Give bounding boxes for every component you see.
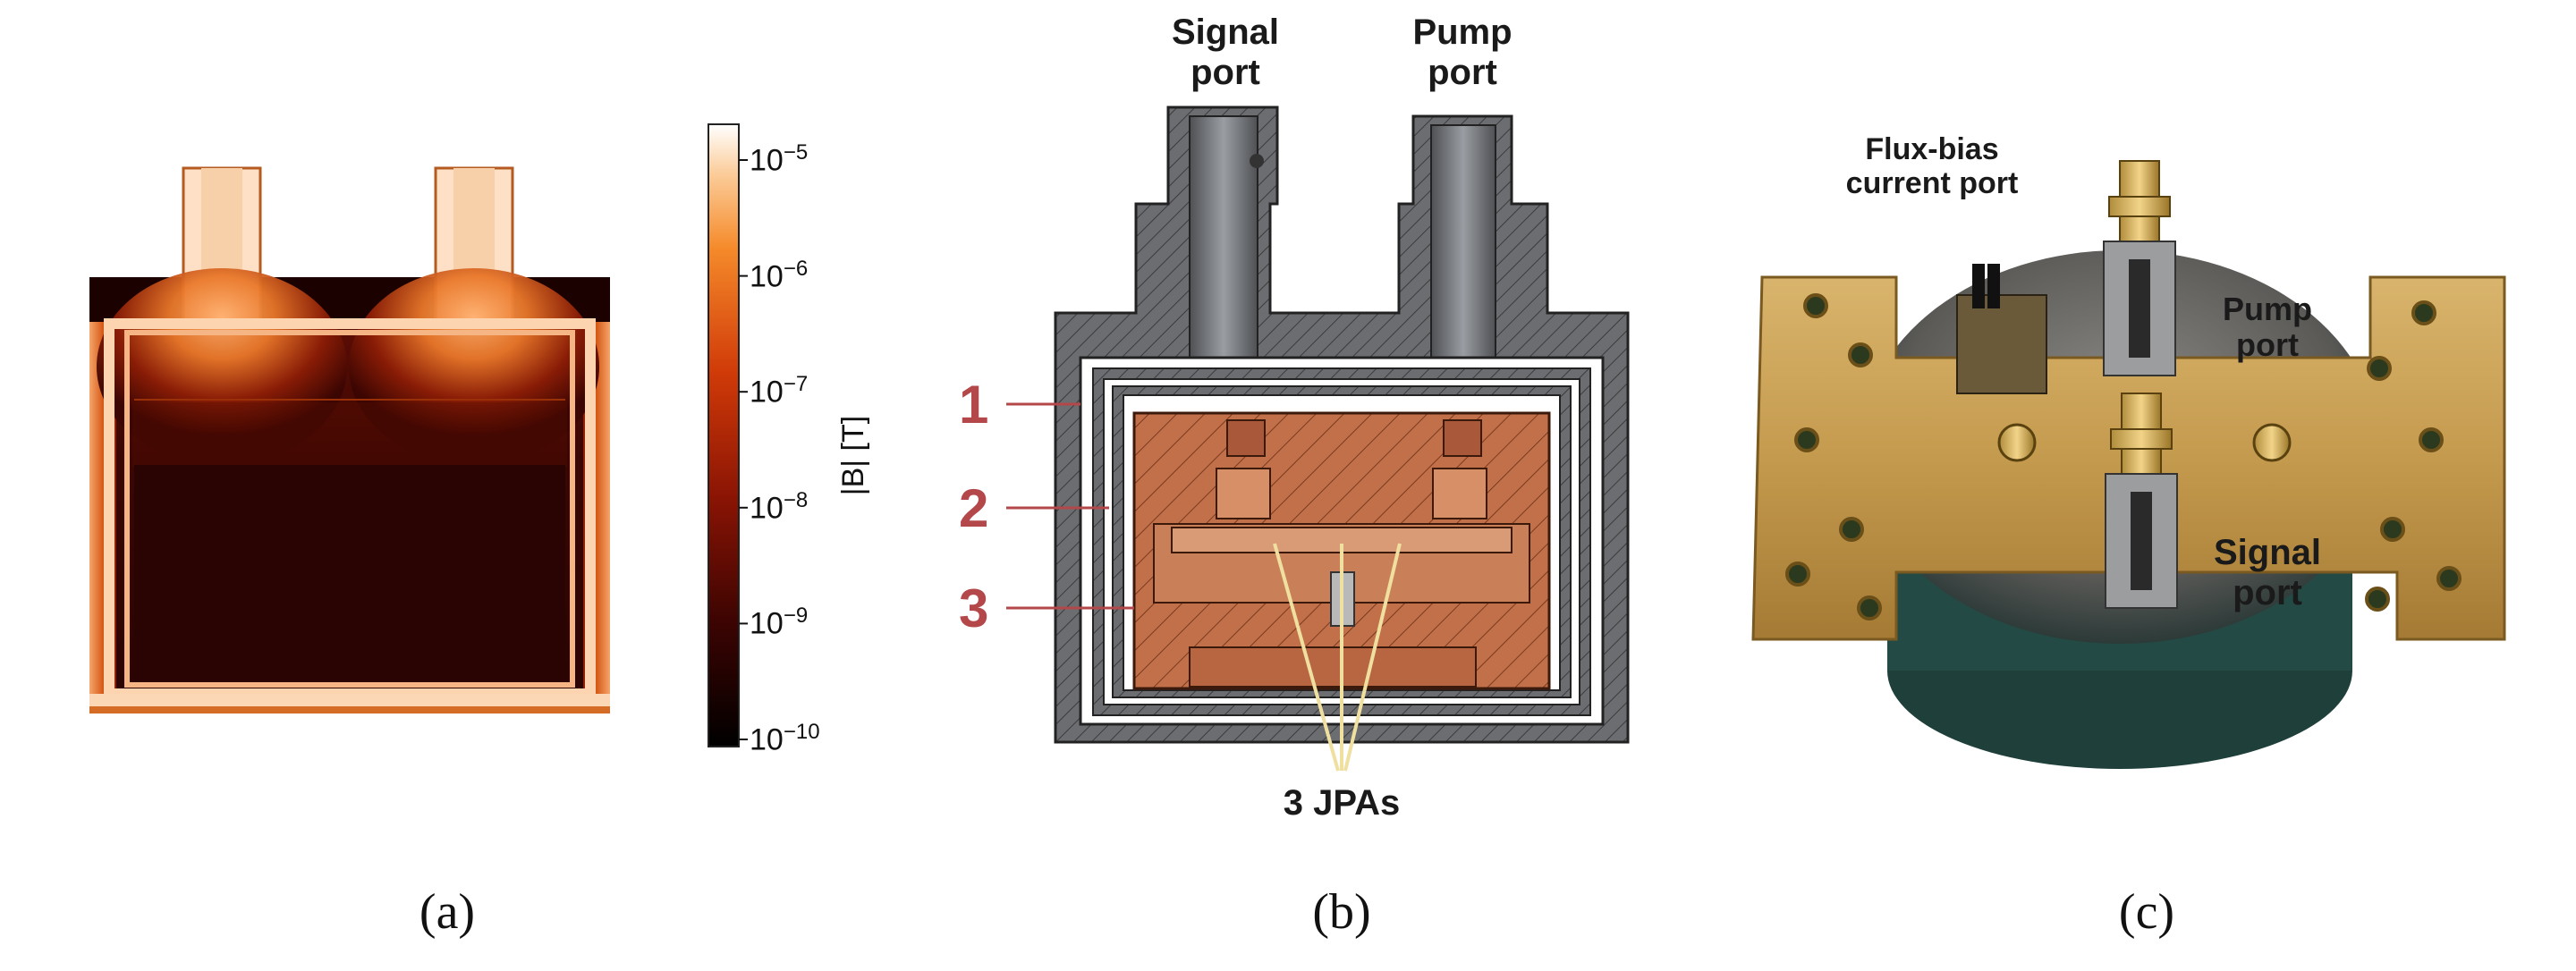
signal-port-label-c: Signal port (2213, 533, 2322, 612)
field-map (89, 166, 610, 713)
device-photo (1751, 160, 2506, 769)
caption-c: (c) (2118, 884, 2175, 940)
colorbar-tick-label: 10−9 (750, 604, 809, 641)
cross-section-diagram (1006, 106, 1630, 772)
shield-number-1: 1 (959, 375, 989, 435)
caption-b: (b) (1312, 884, 1371, 940)
signal-port-bore (1189, 115, 1258, 367)
panel-b: Signal port Pump port 1 2 3 3 JPAs (b) (894, 0, 1699, 971)
jpas-label: 3 JPAs (1283, 783, 1401, 823)
signal-port-label-b: Signal port (1171, 13, 1280, 92)
pump-port-label-c: Pump port (2222, 291, 2312, 364)
panel-a: 10−5 10−6 10−7 10−8 10−9 10−10 |B| [T] (a) (0, 0, 894, 971)
caption-a: (a) (419, 884, 476, 940)
colorbar-tick-label: 10−10 (750, 720, 820, 757)
pump-port-bore (1430, 124, 1496, 367)
flux-bias-board (1956, 294, 2047, 394)
shield-number-2: 2 (959, 478, 989, 538)
flux-bias-label: Flux-bias current port (1845, 132, 2019, 201)
colorbar-tick-label: 10−5 (750, 140, 809, 178)
colorbar-label: |B| [T] (836, 415, 871, 496)
shield-number-3: 3 (959, 578, 989, 638)
colorbar-tick-label: 10−6 (750, 256, 809, 293)
colorbar-tick-label: 10−7 (750, 372, 809, 410)
pump-port-label-b: Pump port (1412, 13, 1513, 92)
colorbar (708, 123, 748, 747)
panel-c: Flux-bias current port Pump port Signal … (1699, 0, 2576, 971)
colorbar-tick-label: 10−8 (750, 487, 809, 526)
